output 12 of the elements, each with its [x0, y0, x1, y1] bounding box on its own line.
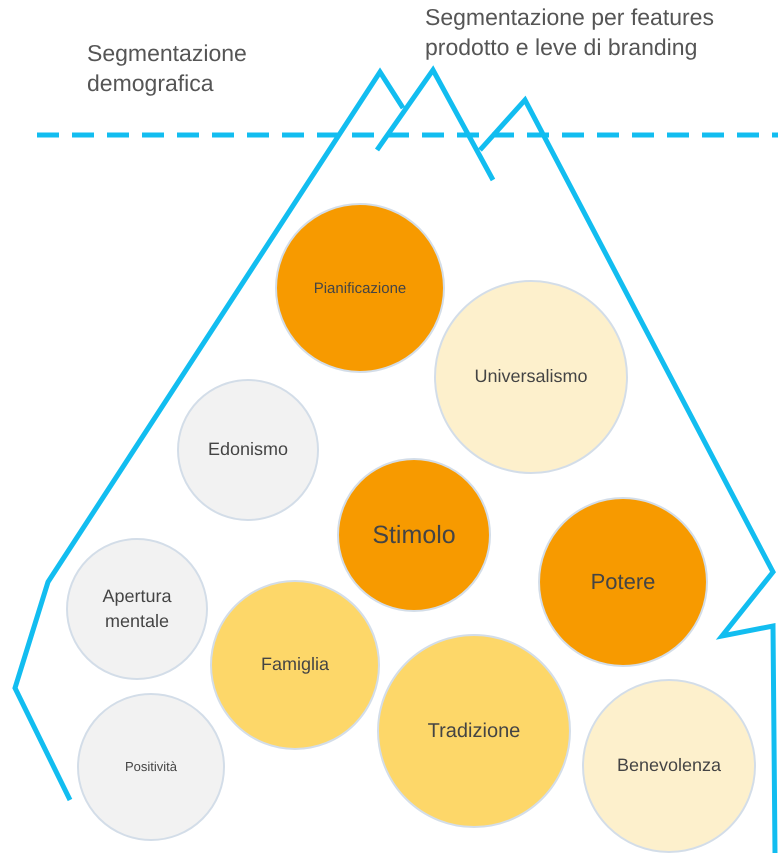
circle-label: Apertura mentale — [101, 584, 173, 633]
circle-label: Pianificazione — [314, 278, 406, 298]
section-heading: Segmentazione demografica — [87, 39, 248, 98]
circle-label: Benevolenza — [616, 754, 722, 778]
circle-label: Universalismo — [474, 365, 588, 388]
section-heading: Segmentazione per features prodotto e leve di branding — [425, 3, 715, 62]
circle-label: Positività — [124, 758, 178, 776]
circle-label: Famiglia — [260, 653, 330, 676]
circle-label: Potere — [590, 568, 656, 596]
circle-label: Stimolo — [372, 520, 456, 550]
circle-label: Edonismo — [208, 438, 288, 462]
circle-label: Tradizione — [428, 719, 520, 744]
